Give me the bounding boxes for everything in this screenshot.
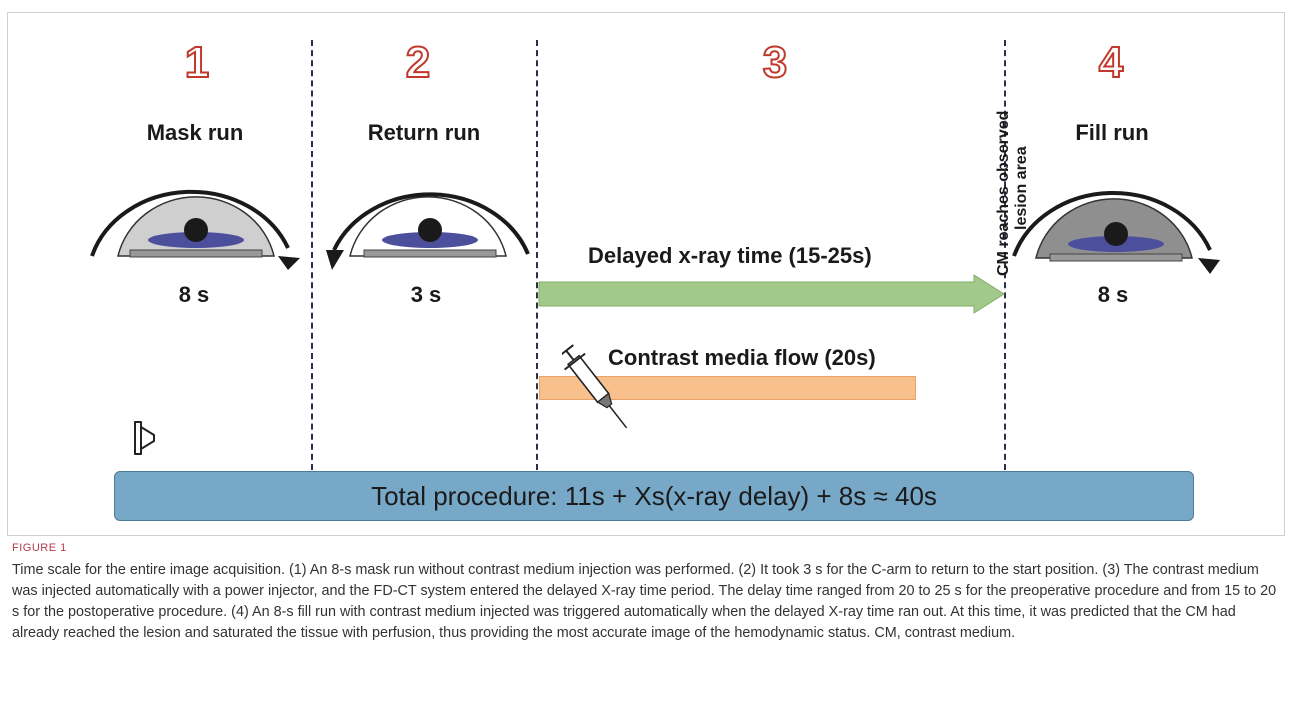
total-procedure-bar: Total procedure: 11s + Xs(x-ray delay) +…: [114, 471, 1194, 521]
diagram-frame: [7, 12, 1285, 536]
figure-caption-text: Time scale for the entire image acquisit…: [12, 562, 1277, 641]
syringe-icon: [562, 344, 628, 429]
cm-reaches-line1: CM reaches observed: [995, 111, 1012, 276]
contrast-flow-label: Contrast media flow (20s): [608, 345, 876, 370]
total-procedure-label: Total procedure: 11s + Xs(x-ray delay) +…: [371, 480, 937, 511]
cm-reaches-line2: lesion area: [1013, 146, 1030, 230]
phase-number-4: 4: [1098, 37, 1124, 88]
phase-time-return-run: 3 s: [410, 282, 442, 307]
divider-1-2: [311, 40, 313, 470]
scanner-mask-run-icon: [90, 189, 300, 270]
scanner-fill-run-icon: [1012, 190, 1220, 274]
phase-time-mask-run: 8 s: [178, 282, 210, 307]
delayed-xray-label: Delayed x-ray time (15-25s): [588, 243, 872, 268]
phase-number-2: 2: [405, 37, 431, 88]
divider-3-4: [1004, 40, 1006, 470]
divider-2-3: [536, 40, 538, 470]
phase-number-1: 1: [184, 37, 210, 88]
phase-title-return-run: Return run: [367, 120, 481, 145]
delayed-xray-arrow: [538, 274, 1005, 314]
phase-time-fill-run: 8 s: [1097, 282, 1129, 307]
phase-title-fill-run: Fill run: [1075, 120, 1149, 145]
figure-label: FIGURE 1: [12, 542, 67, 554]
scanner-return-run-icon: [326, 192, 530, 270]
phase-number-3: 3: [762, 37, 788, 88]
cm-reaches-lesion-note: CM reaches observed lesion area: [993, 52, 1031, 277]
speaker-icon: [134, 421, 155, 455]
phase-title-mask-run: Mask run: [146, 120, 244, 145]
figure-caption: FIGURE 1 Time scale for the entire image…: [12, 542, 1280, 644]
contrast-flow-bar: [539, 376, 916, 400]
